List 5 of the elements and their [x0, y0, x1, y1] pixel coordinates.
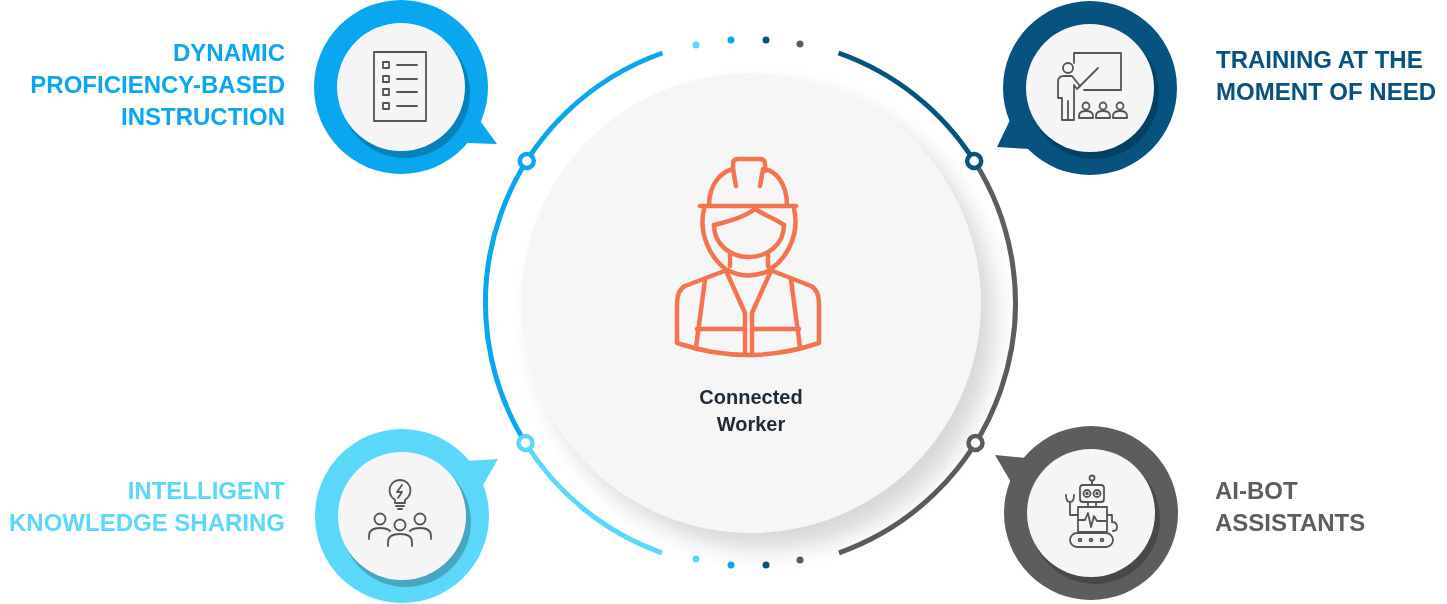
feature-title: AI-BOT ASSISTANTS [1215, 475, 1367, 538]
hub-title: Connected Worker [698, 385, 804, 437]
feature-title: TRAINING AT THE MOMENT OF NEED [1216, 44, 1437, 107]
feature-title: INTELLIGENT KNOWLEDGE SHARING [8, 475, 285, 538]
feature-title: DYNAMIC PROFICIENCY-BASED INSTRUCTION [29, 37, 285, 132]
